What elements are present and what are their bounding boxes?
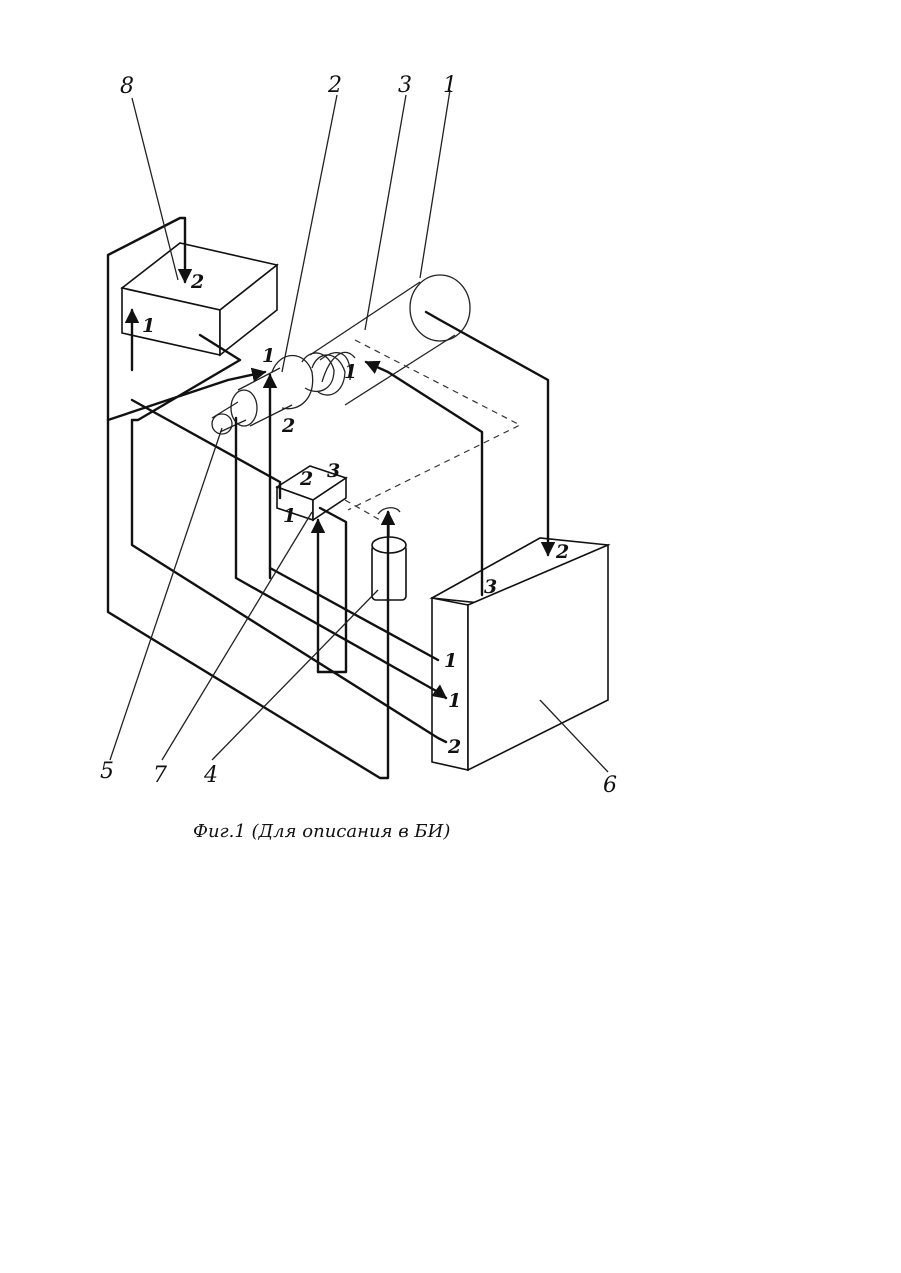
callout-8: 8 (120, 74, 134, 99)
block-8 (122, 243, 277, 355)
callout-1: 1 (443, 73, 457, 98)
drum-1 (302, 275, 470, 405)
port-block6-2: 2 (447, 736, 461, 758)
callout-7: 7 (153, 763, 167, 788)
port-block7-2: 2 (299, 468, 313, 490)
callout-2: 2 (327, 73, 342, 98)
port-block7-3: 3 (327, 460, 340, 482)
callout-4: 4 (203, 763, 218, 788)
port-drum-1: 1 (344, 361, 357, 383)
dashed-lines (345, 340, 520, 520)
port-block8-out: 1 (142, 315, 155, 337)
callout-5: 5 (100, 759, 114, 784)
port-block6-3: 3 (484, 576, 497, 598)
callout-3: 3 (398, 73, 412, 98)
port-block6-1a: 1 (444, 650, 457, 672)
port-block8-in: 2 (190, 271, 204, 293)
port-block6-1b: 1 (448, 690, 461, 712)
port-block6-top: 2 (555, 541, 569, 563)
callout-6: 6 (603, 773, 617, 798)
port-coupling-2: 2 (281, 415, 295, 437)
figure-caption: Фиг.1 (Для описания в БИ) (193, 821, 450, 842)
port-coupling-1: 1 (262, 345, 275, 367)
port-block7-1: 1 (283, 505, 296, 527)
